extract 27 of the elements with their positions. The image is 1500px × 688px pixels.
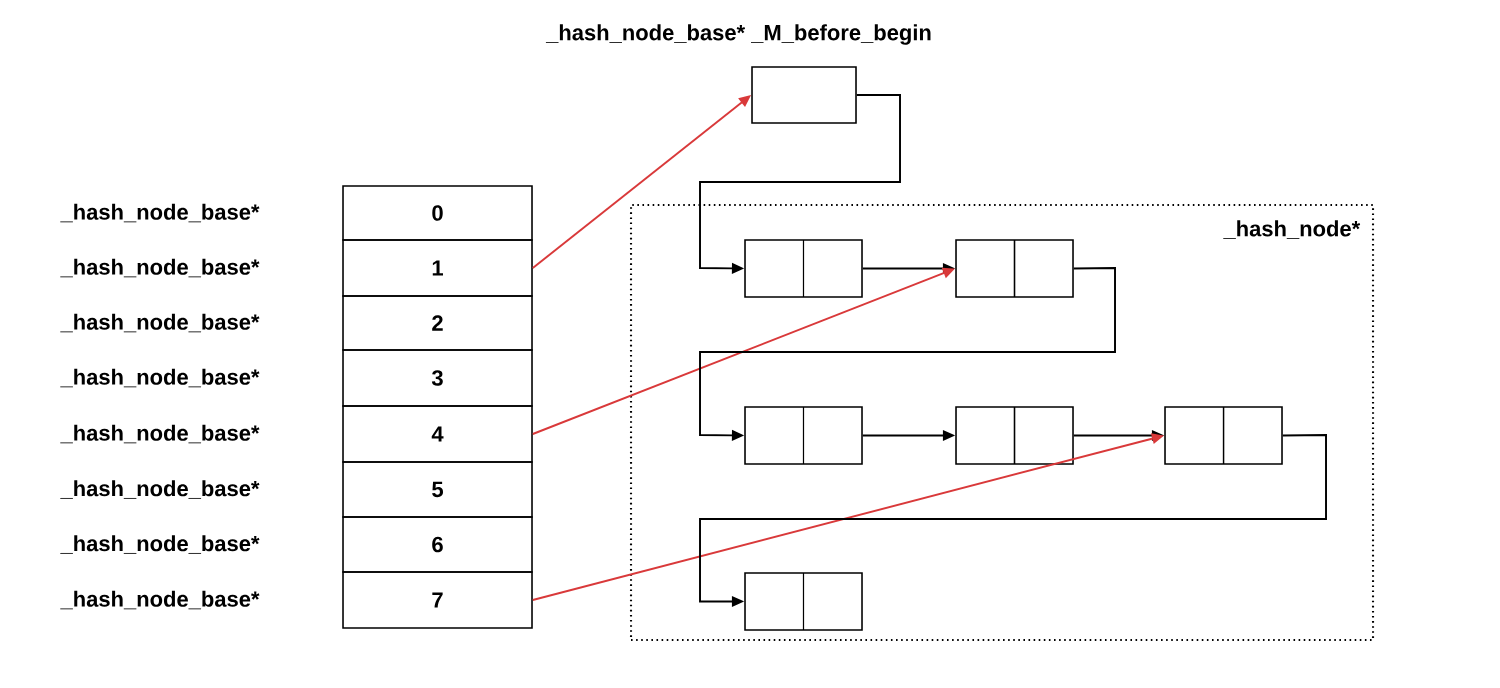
array-cell: 1 xyxy=(342,239,533,297)
array-cell: 7 xyxy=(342,571,533,629)
array-cell: 4 xyxy=(342,405,533,463)
list-node-box xyxy=(744,239,863,298)
row-label: _hash_node_base* xyxy=(60,535,260,554)
list-node-box xyxy=(744,572,863,631)
list-node-box xyxy=(1164,406,1283,465)
row-label: _hash_node_base* xyxy=(60,313,260,333)
row-label: _hash_node_base* xyxy=(60,590,260,610)
row-label: _hash_node_base* xyxy=(60,424,260,444)
row-label: _hash_node_base* xyxy=(60,480,260,499)
node-label: _hash_node_base* _M_before_begin xyxy=(545,24,931,45)
array-cell: 3 xyxy=(342,349,533,407)
row-label: _hash_node_base* xyxy=(60,203,260,223)
array-cell: 5 xyxy=(342,461,533,518)
arrow xyxy=(699,94,901,274)
list-node-box xyxy=(955,239,1074,298)
row-label: _hash_node_base* xyxy=(60,258,260,278)
group-frame: _hash_node* xyxy=(629,203,1375,642)
array-cell: 0 xyxy=(342,185,533,241)
array-cell: 2 xyxy=(342,295,533,351)
pointer-box: _hash_node_base* _M_before_begin xyxy=(545,24,931,124)
array-cell: 6 xyxy=(342,516,533,573)
list-node-box xyxy=(955,406,1074,465)
arrow xyxy=(699,267,1116,441)
list-node-box xyxy=(744,406,863,465)
row-label: _hash_node_base* xyxy=(60,368,260,388)
